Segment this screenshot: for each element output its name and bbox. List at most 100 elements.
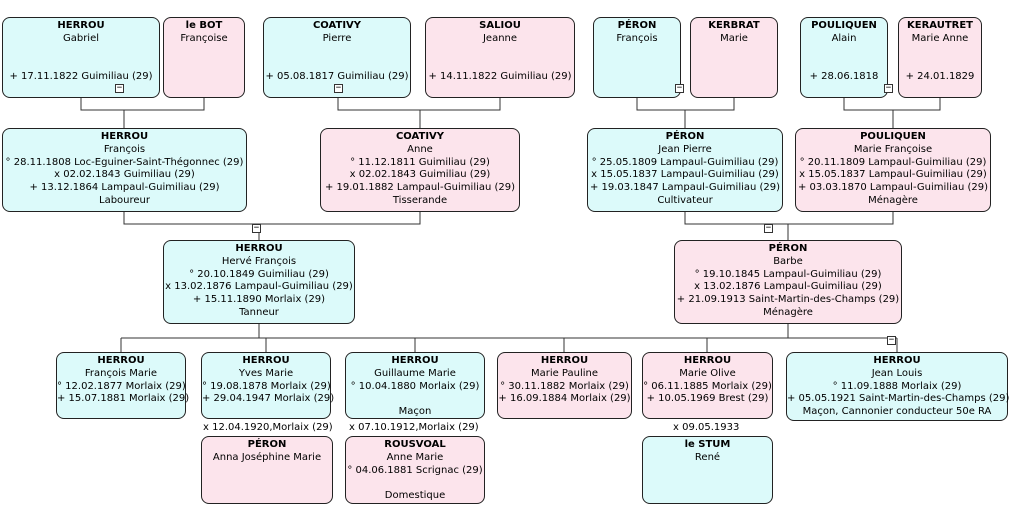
person-detail-line: x 02.02.1843 Guimiliau (29) [349, 169, 491, 181]
connector-line [636, 98, 735, 111]
marriage-label: x 09.05.1933 [673, 422, 740, 433]
person-given-name: Jean Pierre [658, 143, 712, 155]
person-detail-line [899, 46, 981, 59]
person-detail-line: + 03.03.1870 Lampaul-Guimiliau (29) [797, 182, 989, 194]
person-given-name: Anna Joséphine Marie [212, 451, 322, 463]
person-detail-line: x 15.05.1837 Lampaul-Guimiliau (29) [591, 169, 779, 181]
collapse-toggle-icon[interactable]: − [887, 335, 896, 345]
person-detail-line: Ménagère [763, 306, 813, 318]
person-surname: KERAUTRET [906, 20, 973, 31]
person-given-name: Marie [720, 32, 748, 44]
person-detail-line: ° 20.11.1809 Lampaul-Guimiliau (29) [799, 156, 987, 168]
person-detail-line: + 05.08.1817 Guimiliau (29) [265, 71, 409, 83]
person-surname: COATIVY [312, 20, 362, 31]
person-surname: PÉRON [617, 20, 657, 31]
person-detail-line: x 02.02.1843 Guimiliau (29) [54, 169, 195, 181]
person-given-name: François [103, 143, 146, 155]
person-detail-line: Tisserande [392, 194, 448, 206]
person-surname: HERROU [540, 355, 589, 366]
person-surname: HERROU [873, 355, 921, 366]
person-surname: HERROU [391, 355, 439, 366]
person-given-name: Gabriel [62, 32, 100, 44]
connector-line [684, 212, 894, 225]
person-detail-line: Domestique [384, 490, 446, 502]
person-detail-line: x 15.05.1837 Lampaul-Guimiliau (29) [799, 169, 987, 181]
person-detail-line: ° 25.05.1809 Lampaul-Guimiliau (29) [591, 156, 779, 168]
person-given-name: Yves Marie [238, 367, 294, 379]
person-detail-line: + 13.12.1864 Lampaul-Guimiliau (29) [29, 182, 220, 194]
collapse-toggle-icon[interactable]: − [764, 223, 773, 233]
person-given-name: Hervé François [221, 255, 297, 267]
person-detail-line: Laboureur [99, 194, 150, 206]
collapse-toggle-icon[interactable]: − [252, 223, 261, 233]
person-detail-line [801, 46, 887, 59]
person-given-name: Anne [407, 143, 433, 155]
person-surname: COATIVY [395, 131, 445, 142]
person-detail-line: ° 10.04.1880 Morlaix (29) [350, 380, 480, 392]
person-detail-line: ° 04.06.1881 Scrignac (29) [347, 464, 483, 476]
person-surname: HERROU [235, 243, 283, 254]
person-detail-line: ° 12.02.1877 Morlaix (29) [57, 380, 186, 392]
collapse-toggle-icon[interactable]: − [334, 83, 343, 93]
person-given-name: Anne Marie [386, 451, 444, 463]
person-detail-line: + 19.01.1882 Lampaul-Guimiliau (29) [324, 182, 516, 194]
collapse-toggle-icon[interactable]: − [115, 83, 124, 93]
person-surname: HERROU [683, 355, 732, 366]
person-detail-line: ° 30.11.1882 Morlaix (29) [500, 380, 629, 392]
person-surname: le BOT [185, 20, 223, 31]
person-detail-line: ° 20.10.1849 Guimiliau (29) [189, 268, 329, 280]
connector-line [258, 324, 789, 339]
person-detail-line: ° 11.12.1811 Guimiliau (29) [350, 156, 490, 168]
connector-line [80, 98, 205, 111]
person-detail-line: ° 28.11.1808 Loc-Eguiner-Saint-Thégonnec… [5, 156, 244, 168]
person-detail-line [801, 58, 887, 71]
person-surname: ROUSVOAL [384, 439, 446, 450]
person-surname: HERROU [100, 131, 149, 142]
person-given-name: Marie Françoise [853, 143, 933, 155]
collapse-toggle-icon[interactable]: − [675, 83, 684, 93]
person-given-name: Jeanne [482, 32, 518, 44]
person-surname: SALIOU [479, 20, 521, 31]
person-detail-line: + 28.06.1818 [809, 71, 879, 83]
person-surname: le STUM [684, 439, 731, 450]
person-detail-line: + 21.09.1913 Saint-Martin-des-Champs (29… [676, 294, 900, 306]
person-given-name: Barbe [773, 255, 803, 267]
person-detail-line [346, 393, 484, 406]
person-given-name: Marie Olive [679, 367, 736, 379]
connector-line [843, 98, 941, 111]
person-detail-line: + 15.11.1890 Morlaix (29) [192, 294, 326, 306]
person-given-name: Guillaume Marie [374, 367, 456, 379]
collapse-toggle-icon[interactable]: − [884, 83, 893, 93]
person-detail-line: + 24.01.1829 [905, 71, 975, 83]
person-surname: HERROU [242, 355, 290, 366]
person-detail-line: Maçon, Cannonier conducteur 50e RA [802, 406, 992, 418]
person-detail-line [899, 58, 981, 71]
person-detail-line: x 13.02.1876 Lampaul-Guimiliau (29) [694, 281, 882, 293]
person-surname: POULIQUEN [860, 131, 926, 142]
person-surname: PÉRON [665, 131, 705, 142]
person-given-name: René [694, 451, 721, 463]
